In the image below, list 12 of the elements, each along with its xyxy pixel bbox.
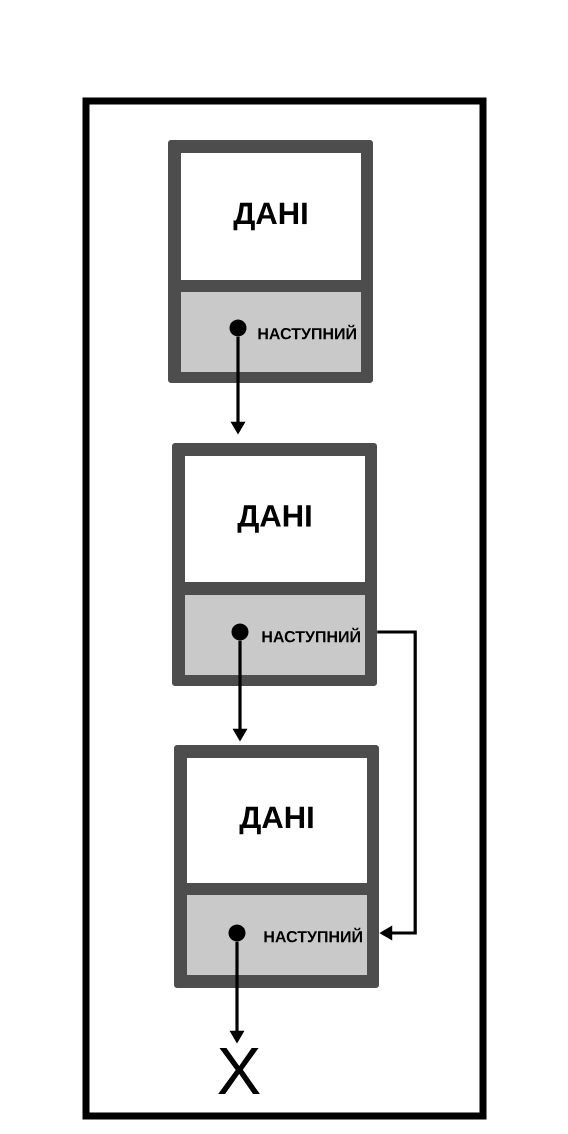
pointer-field: НАСТУПНИЙ [181,292,361,372]
data-field: ДАНІ [181,153,361,280]
frame-box [82,97,487,1120]
pointer-dot [228,924,246,942]
null-mark: X [218,1047,260,1095]
pointer-dot [231,623,249,641]
arrow [377,630,417,941]
pointer-dot [229,319,247,337]
data-field: ДАНІ [187,758,367,883]
data-field: ДАНІ [185,456,365,582]
pointer-field: НАСТУПНИЙ [185,595,365,675]
pointer-field: НАСТУПНИЙ [187,895,367,975]
